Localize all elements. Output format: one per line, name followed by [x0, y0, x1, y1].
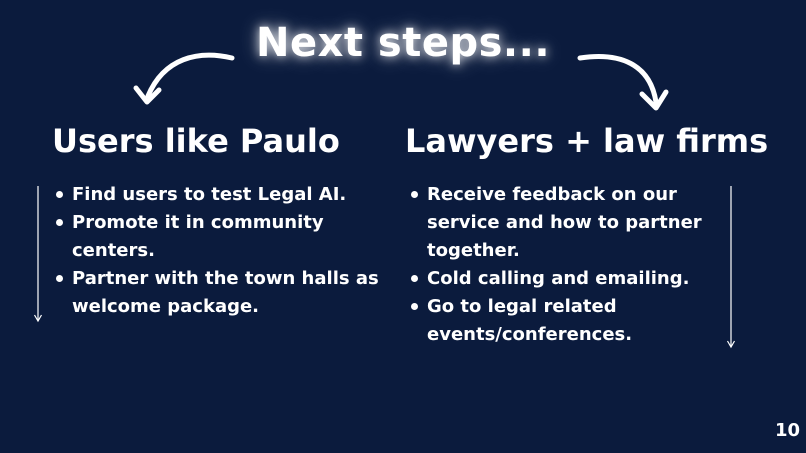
left-column-heading: Users like Paulo [52, 122, 340, 160]
list-item-text: Receive feedback on our service and how … [427, 184, 702, 261]
bullet-icon [411, 275, 418, 282]
list-item-text: Promote it in community centers. [72, 212, 324, 261]
list-item: Receive feedback on our service and how … [411, 181, 731, 265]
list-item: Cold calling and emailing. [411, 265, 731, 293]
page-number: 10 [774, 420, 800, 441]
bullet-icon [56, 275, 63, 282]
bullet-icon [411, 303, 418, 310]
bullet-icon [411, 191, 418, 198]
list-item-text: Partner with the town halls as welcome p… [72, 268, 379, 317]
list-item: Find users to test Legal AI. [56, 181, 386, 209]
list-item: Partner with the town halls as welcome p… [56, 265, 386, 321]
list-item: Go to legal related events/conferences. [411, 293, 731, 349]
list-item-text: Cold calling and emailing. [427, 268, 690, 289]
down-arrow-icon [726, 186, 736, 349]
list-item: Promote it in community centers. [56, 209, 386, 265]
curved-arrow-right-icon [577, 54, 669, 111]
curved-arrow-left-icon [133, 52, 235, 105]
right-bullet-list: Receive feedback on our service and how … [411, 181, 731, 349]
list-item-text: Find users to test Legal AI. [72, 184, 347, 205]
left-bullet-list: Find users to test Legal AI. Promote it … [56, 181, 386, 321]
list-item-text: Go to legal related events/conferences. [427, 296, 633, 345]
bullet-icon [56, 191, 63, 198]
slide-title: Next steps... [255, 20, 551, 66]
down-arrow-icon [33, 186, 43, 323]
right-column-heading: Lawyers + law firms [405, 122, 769, 160]
bullet-icon [56, 219, 63, 226]
